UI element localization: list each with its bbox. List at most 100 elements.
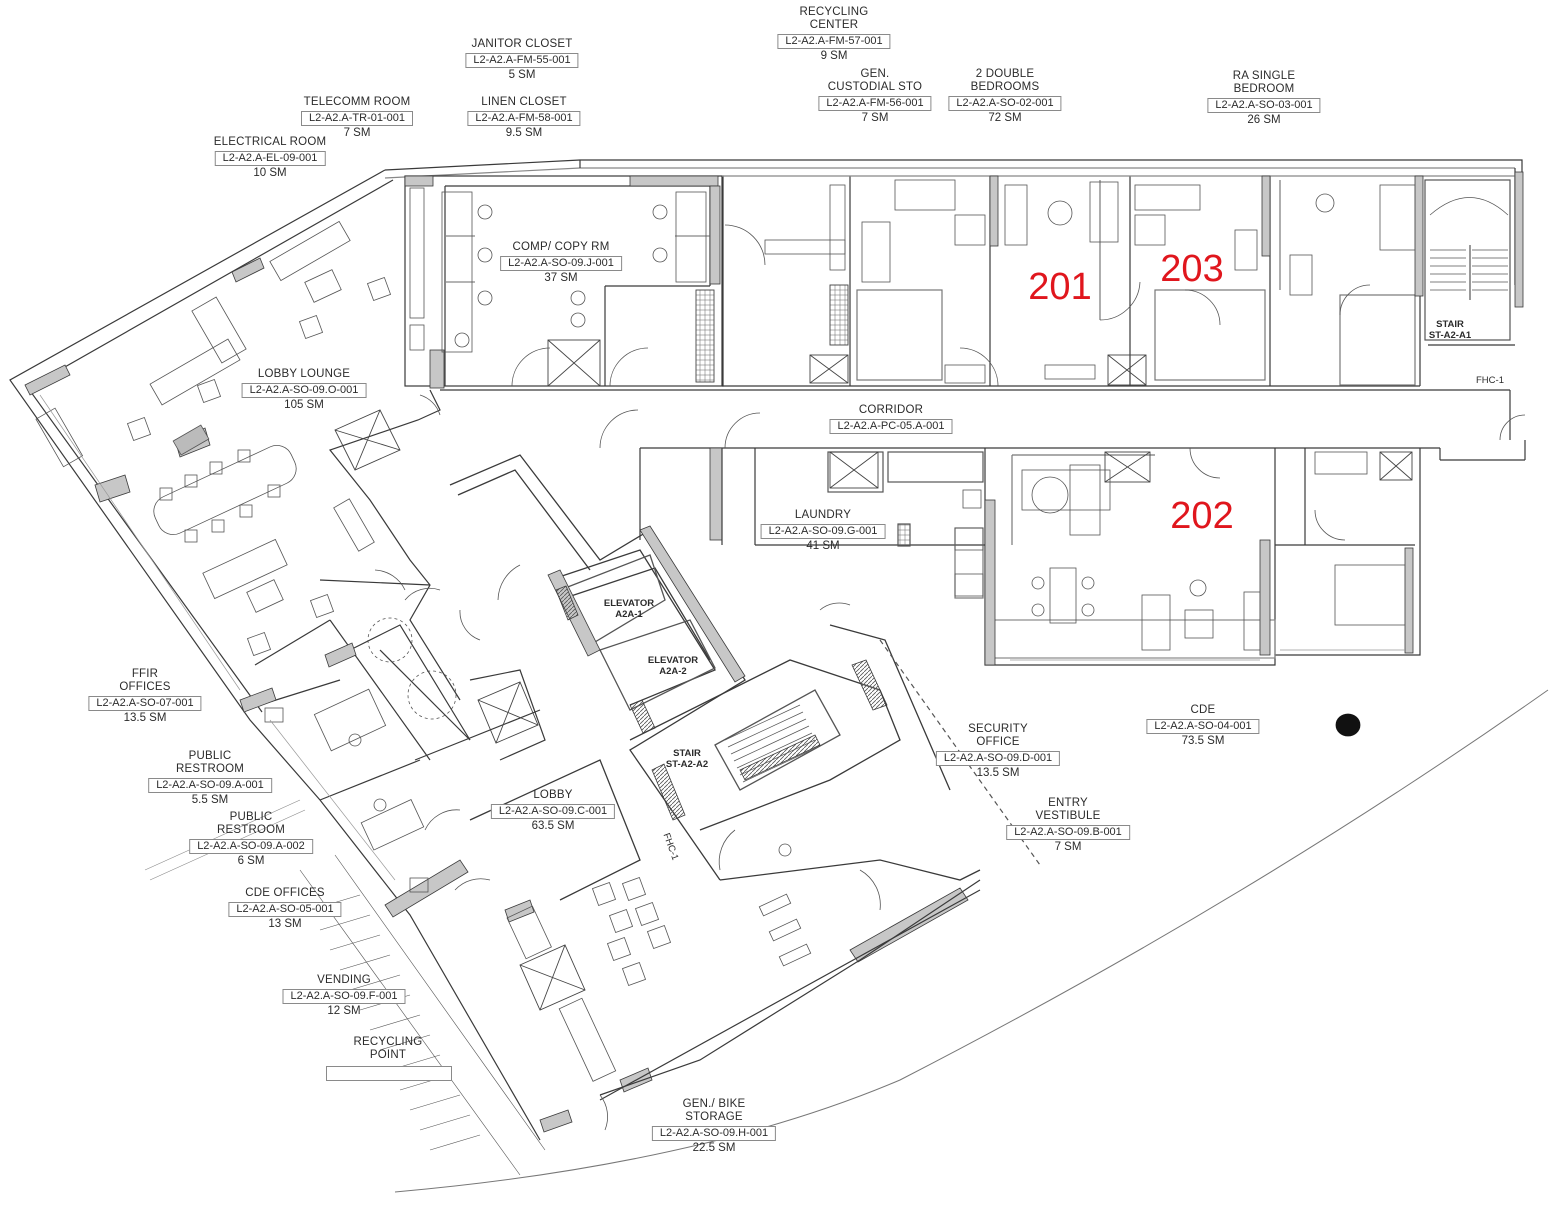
room-code: L2-A2.A-SO-02-001	[948, 96, 1062, 111]
west-wing-walls	[9, 169, 546, 1141]
room-code: L2-A2.A-SO-09.A-002	[189, 839, 313, 854]
room-label-ra-single: RA SINGLE BEDROOM L2-A2.A-SO-03-001 26 S…	[1207, 70, 1321, 127]
unit-number-203: 203	[1160, 248, 1224, 290]
stair-treads-a2	[724, 704, 819, 783]
room-code: L2-A2.A-SO-09.D-001	[935, 751, 1061, 766]
room-area: 9.5 SM	[505, 127, 543, 139]
room-area: 7 SM	[343, 127, 371, 139]
recycling-point-code-box	[326, 1066, 452, 1081]
room-name: LINEN CLOSET	[481, 96, 567, 108]
room-code: L2-A2.A-SO-09.H-001	[651, 1126, 777, 1141]
room-name: CORRIDOR	[858, 404, 924, 416]
doors	[374, 224, 1526, 1131]
room-area: 6 SM	[237, 855, 265, 867]
room-area: 12 SM	[327, 1005, 361, 1017]
room-area: 5 SM	[508, 69, 536, 81]
room-area: 26 SM	[1247, 114, 1281, 126]
room-area: 13 SM	[268, 918, 302, 930]
room-code: L2-A2.A-FM-57-001	[777, 34, 891, 49]
room-name: CDE	[1190, 704, 1216, 716]
room-label-custodial: GEN. CUSTODIAL STO L2-A2.A-FM-56-001 7 S…	[818, 68, 932, 125]
room-area: 37 SM	[544, 272, 578, 284]
elevator-label-a2a-1: ELEVATOR A2A-1	[603, 598, 655, 620]
room-code: L2-A2.A-SO-09.A-001	[148, 778, 272, 793]
room-label-double-bedrooms: 2 DOUBLE BEDROOMS L2-A2.A-SO-02-001 72 S…	[948, 68, 1062, 125]
elevator-label-a2a-2: ELEVATOR A2A-2	[647, 655, 699, 677]
room-name: CDE OFFICES	[245, 887, 325, 899]
room-label-cde-offices: CDE OFFICES L2-A2.A-SO-05-001 13 SM	[228, 887, 342, 931]
room-name: GEN. CUSTODIAL STO	[827, 68, 923, 93]
room-label-entry-vestibule: ENTRY VESTIBULE L2-A2.A-SO-09.B-001 7 SM	[1006, 797, 1130, 854]
corridor-walls	[440, 389, 1526, 461]
room-area: 105 SM	[284, 399, 324, 411]
room-name: SECURITY OFFICE	[968, 723, 1028, 748]
stair-label-st-a2-a2: STAIR ST-A2-A2	[665, 748, 709, 770]
room-name: LAUNDRY	[794, 509, 852, 521]
room-name: RECYCLING POINT	[353, 1036, 423, 1061]
room-code: L2-A2.A-SO-05-001	[228, 902, 342, 917]
room-label-recycling-point: RECYCLING POINT	[354, 1036, 423, 1062]
room-area: 5.5 SM	[191, 794, 229, 806]
central-core-poche	[547, 525, 888, 821]
room-area: 63.5 SM	[531, 820, 575, 832]
room-code: L2-A2.A-FM-56-001	[818, 96, 932, 111]
exterior-wall-double-lines	[39, 394, 1405, 881]
room-code: L2-A2.A-FM-58-001	[467, 111, 581, 126]
stair-label-st-a2-a1: STAIR ST-A2-A1	[1428, 319, 1472, 341]
room-name: LOBBY LOUNGE	[257, 368, 351, 380]
room-area: 10 SM	[253, 167, 287, 179]
room-label-lobby: LOBBY L2-A2.A-SO-09.C-001 63.5 SM	[490, 789, 616, 833]
room-label-linen: LINEN CLOSET L2-A2.A-FM-58-001 9.5 SM	[467, 96, 581, 140]
room-label-corridor: CORRIDOR L2-A2.A-PC-05.A-001	[829, 404, 953, 435]
east-wing-wall-poche	[709, 447, 1414, 666]
stair-treads-a1	[1429, 197, 1509, 291]
room-code: L2-A2.A-FM-55-001	[465, 53, 579, 68]
room-name: JANITOR CLOSET	[471, 38, 573, 50]
room-label-laundry: LAUNDRY L2-A2.A-SO-09.G-001 41 SM	[760, 509, 886, 553]
room-label-comp-copy: COMP/ COPY RM L2-A2.A-SO-09.J-001 37 SM	[500, 241, 622, 285]
room-code: L2-A2.A-SO-09.G-001	[760, 524, 886, 539]
east-wing-walls	[984, 448, 1421, 666]
room-label-cde: CDE L2-A2.A-SO-04-001 73.5 SM	[1146, 704, 1260, 748]
room-name: 2 DOUBLE BEDROOMS	[970, 68, 1040, 93]
room-label-recycling-center: RECYCLING CENTER L2-A2.A-FM-57-001 9 SM	[777, 6, 891, 63]
room-name: ELECTRICAL ROOM	[213, 136, 327, 148]
room-code: L2-A2.A-SO-09.B-001	[1006, 825, 1130, 840]
room-label-bike-storage: GEN./ BIKE STORAGE L2-A2.A-SO-09.H-001 2…	[651, 1098, 777, 1155]
room-name: GEN./ BIKE STORAGE	[682, 1098, 746, 1123]
room-code: L2-A2.A-SO-07-001	[88, 696, 202, 711]
room-area: 22.5 SM	[692, 1142, 736, 1154]
unit-number-201: 201	[1028, 266, 1092, 308]
room-code: L2-A2.A-SO-04-001	[1146, 719, 1260, 734]
room-label-restroom-2: PUBLIC RESTROOM L2-A2.A-SO-09.A-002 6 SM	[189, 811, 313, 868]
elevator-shafts	[334, 284, 1413, 1011]
laundry-walls	[639, 448, 985, 599]
room-name: TELECOMM ROOM	[303, 96, 411, 108]
room-code: L2-A2.A-SO-09.O-001	[241, 383, 367, 398]
room-name: RA SINGLE BEDROOM	[1232, 70, 1296, 95]
room-code: L2-A2.A-SO-03-001	[1207, 98, 1321, 113]
room-label-ffir: FFIR OFFICES L2-A2.A-SO-07-001 13.5 SM	[88, 668, 202, 725]
room-label-vending: VENDING L2-A2.A-SO-09.F-001 12 SM	[282, 974, 406, 1018]
room-label-security: SECURITY OFFICE L2-A2.A-SO-09.D-001 13.5…	[935, 723, 1061, 780]
central-core-walls	[449, 454, 981, 901]
room-name: FFIR OFFICES	[119, 668, 171, 693]
room-area: 73.5 SM	[1181, 735, 1225, 747]
room-label-restroom-1: PUBLIC RESTROOM L2-A2.A-SO-09.A-001 5.5 …	[148, 750, 272, 807]
room-area: 7 SM	[1054, 841, 1082, 853]
room-name: ENTRY VESTIBULE	[1035, 797, 1101, 822]
room-area: 72 SM	[988, 112, 1022, 124]
room-label-lobby-lounge: LOBBY LOUNGE L2-A2.A-SO-09.O-001 105 SM	[241, 368, 367, 412]
room-area: 9 SM	[820, 50, 848, 62]
room-name: LOBBY	[533, 789, 573, 801]
room-code: L2-A2.A-PC-05.A-001	[829, 419, 953, 434]
room-code: L2-A2.A-EL-09-001	[214, 151, 326, 166]
furniture	[35, 179, 1416, 1082]
room-area: 7 SM	[861, 112, 889, 124]
room-name: VENDING	[317, 974, 371, 986]
room-code: L2-A2.A-SO-09.J-001	[500, 256, 622, 271]
room-label-electrical: ELECTRICAL ROOM L2-A2.A-EL-09-001 10 SM	[214, 136, 326, 180]
room-area: 13.5 SM	[123, 712, 167, 724]
unit-number-202: 202	[1170, 495, 1234, 537]
